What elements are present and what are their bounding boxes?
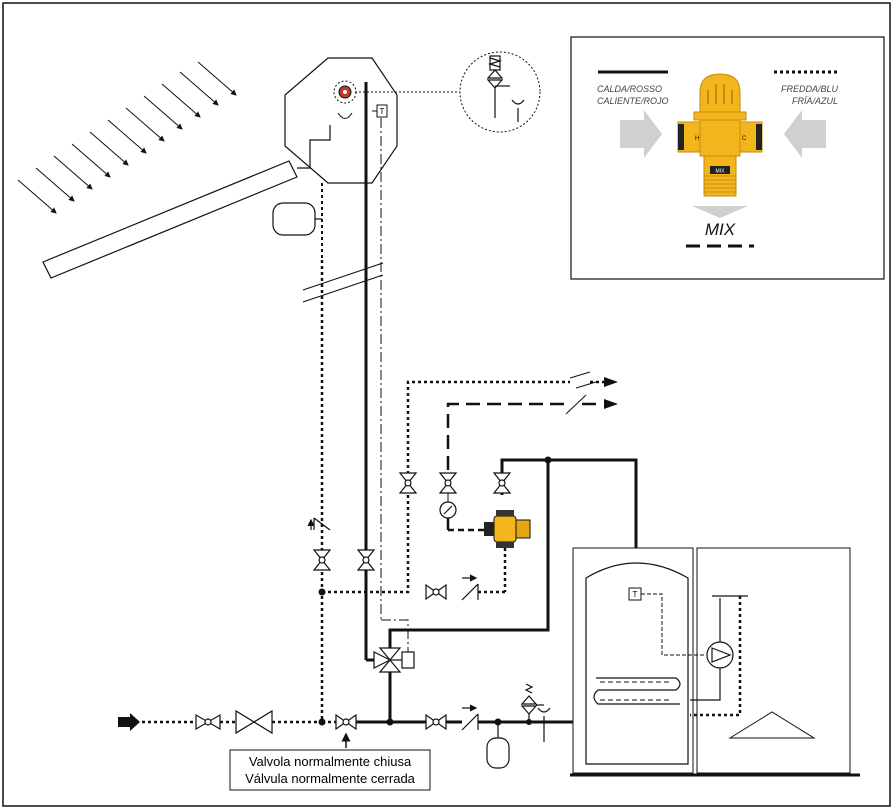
expansion-vessel-top [272, 202, 322, 236]
valve-body-legend [699, 119, 741, 157]
cold-outlet-arrow [604, 377, 618, 387]
expansion-vessel-bottom [486, 737, 510, 769]
cylinder-thermostat-label: T [633, 590, 638, 599]
solar-collector [42, 160, 298, 279]
check-valve-tank-feed [461, 704, 479, 731]
tank-thermostat-label: T [380, 107, 385, 116]
hot-inlet-arrow [620, 110, 662, 158]
safety-valve-zoom [459, 51, 541, 133]
ball-valve-hot-riser [356, 549, 376, 571]
safety-valve-icon [486, 55, 525, 122]
hot-port-label: H [695, 136, 699, 142]
sun-rays [17, 61, 237, 214]
boiler-burner-triangle [728, 711, 816, 739]
gate-valve-inlet [235, 709, 273, 735]
mixing-valve-legend: CALDA/ROSSO CALIENTE/ROJO FREDDA/BLU FRÍ… [570, 36, 885, 280]
cold-label-1: FREDDA/BLU [781, 84, 839, 94]
temperature-gauge-icon [439, 501, 457, 519]
ball-valve-tank-feed [425, 713, 447, 731]
ball-valve-cold-branch [398, 472, 418, 494]
mix-outlet-grey-arrow [692, 206, 748, 218]
safety-valve-bottom-icon [520, 683, 551, 742]
normally-closed-note-box [229, 749, 431, 791]
note-line-spanish: Válvula normalmente cerrada [245, 771, 416, 786]
hot-water-cylinder [585, 562, 689, 765]
thermostatic-mixing-valve [484, 510, 531, 548]
check-valve-left-riser [307, 517, 331, 531]
ball-valve-mix-branch [438, 472, 458, 494]
cold-port-label: C [742, 136, 747, 142]
valve-knob [699, 73, 741, 113]
hot-label-1: CALDA/ROSSO [597, 84, 662, 94]
roof-storage-tank [284, 57, 398, 184]
note-line-italian: Valvola normalmente chiusa [249, 754, 412, 769]
mix-outlet-arrow [604, 399, 618, 409]
cold-label-2: FRÍA/AZUL [792, 96, 838, 106]
circulation-pump-icon [706, 641, 734, 669]
ball-valve-cold-feed [425, 583, 447, 601]
ball-valve-inlet [195, 713, 221, 731]
heating-coil [593, 677, 681, 705]
hot-label-2: CALIENTE/ROJO [597, 96, 669, 106]
ball-valve-hot-branch [492, 472, 512, 494]
ball-valve-left-riser [312, 549, 332, 571]
cold-inlet-arrow [784, 110, 826, 158]
check-valve-cold-feed [461, 574, 479, 601]
normally-closed-valve [335, 713, 357, 731]
three-way-diverter-valve [373, 647, 415, 673]
mix-label: MIX [705, 220, 736, 239]
valve-badge: MIX [716, 169, 726, 175]
main-inlet-arrow [118, 713, 140, 731]
